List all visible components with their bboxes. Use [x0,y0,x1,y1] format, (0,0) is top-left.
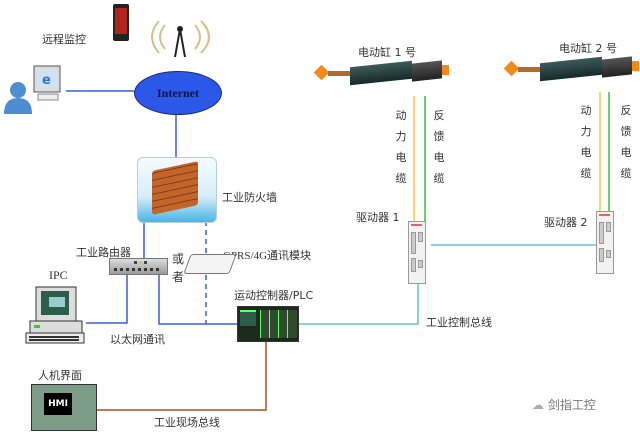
wire-plc-driver1 [297,283,419,325]
or-label-2: 者 [172,270,185,284]
wechat-icon: ☁ [532,398,548,412]
hmi-label: 人机界面 [38,369,82,382]
electric-cylinder-2-icon [503,56,640,82]
feedback-cable-2-label: 反馈电缆 [620,104,632,180]
gprs-modem-icon [183,254,237,274]
cylinder-1-label: 电动缸 1 号 [358,46,416,59]
ethernet-label: 以太网通讯 [110,333,165,346]
plc-controller-icon [237,306,299,342]
driver-2-label: 驱动器 2 [544,216,588,229]
power-cable-2-label: 动力电缆 [580,104,592,180]
hmi-screen-text: HMI [44,393,72,415]
wire-router-plc [158,273,237,325]
or-label-1: 或 [172,252,185,266]
internet-cloud: Internet [134,71,222,115]
electric-cylinder-1-icon [313,60,451,86]
wire-plc-hmi [95,340,267,411]
driver-1-label: 驱动器 1 [356,211,400,224]
ipc-label: IPC [49,268,68,282]
remote-user-pc-icon: e [2,64,64,116]
watermark: ☁ 剑指工控 [532,396,596,413]
ipc-computer-icon [24,285,86,347]
feedback-cable-1-label: 反馈电缆 [433,109,445,185]
svg-text:e: e [42,73,51,88]
internet-label: Internet [157,85,199,100]
remote-monitor-label: 远程监控 [42,33,86,46]
hmi-panel-icon: HMI [31,384,97,431]
wire-router-ipc [86,273,128,324]
router-label: 工业路由器 [76,246,131,259]
firewall-label: 工业防火墙 [222,191,277,204]
plc-label: 运动控制器/PLC [234,289,314,302]
servo-driver-1-icon [408,221,426,284]
fieldbus-label: 工业现场总线 [154,416,220,429]
wireless-tower-icon [145,15,220,60]
cylinder-2-label: 电动缸 2 号 [559,42,617,55]
gprs-label: GPRS/4G通讯模块 [223,250,312,262]
power-cable-1-label: 动力电缆 [395,109,407,185]
firewall-icon [137,157,217,223]
smartphone-icon [113,4,129,41]
control-bus-label: 工业控制总线 [426,316,492,329]
watermark-text: 剑指工控 [547,398,596,412]
servo-driver-2-icon [596,211,614,274]
router-icon [109,258,168,275]
